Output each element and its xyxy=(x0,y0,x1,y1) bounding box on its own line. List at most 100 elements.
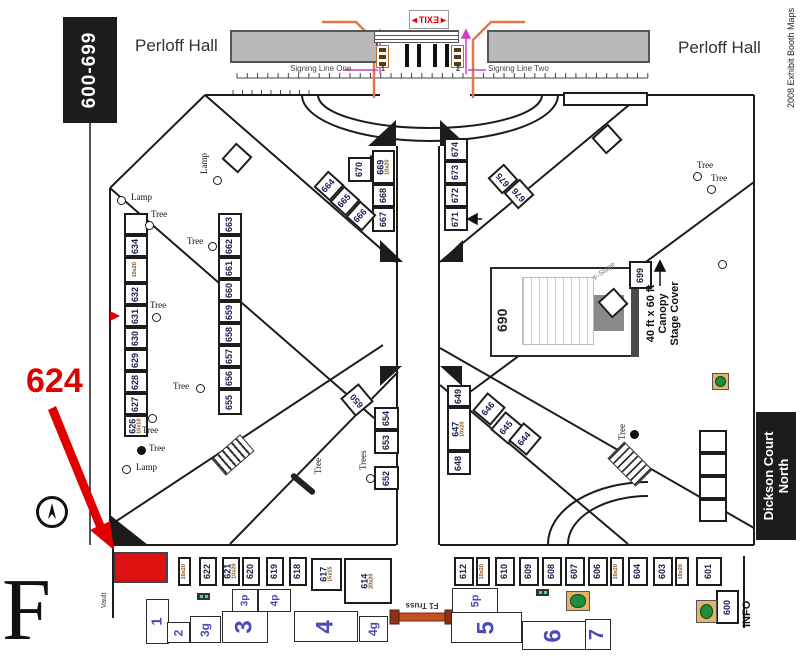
booth-648: 648 xyxy=(447,451,471,475)
booth-624-highlight xyxy=(114,552,168,583)
booth-size: 10x20 xyxy=(479,563,486,580)
truss-label: F1 Truss xyxy=(405,601,439,610)
booth-number: 661 xyxy=(224,260,235,276)
marker-label: Tree xyxy=(711,173,728,183)
booth-604: 604 xyxy=(628,557,648,586)
booth-range-badge: 600-699 xyxy=(63,17,117,123)
booth-number: 618 xyxy=(292,563,303,580)
compass-icon xyxy=(36,496,68,528)
pavilion-number: 4g xyxy=(366,621,381,637)
booth-number: 620 xyxy=(245,563,256,580)
booth-unlabeled xyxy=(563,92,648,106)
marker-label: Tree xyxy=(142,425,159,435)
canopy-label: 40 ft x 60 ft Canopy Stage Cover xyxy=(645,281,681,346)
booth-unlabeled: 10x20 xyxy=(178,557,191,586)
booth-number: 668 xyxy=(378,187,388,204)
booth-size: 10x20 xyxy=(678,563,685,580)
booth-unlabeled xyxy=(699,430,727,453)
booth-603: 603 xyxy=(653,557,673,586)
booth-number: 670 xyxy=(354,161,365,178)
booth-661: 661 xyxy=(218,257,242,279)
entrance-column xyxy=(417,44,421,67)
booth-size: 10x20 xyxy=(180,563,187,580)
booth-number: 652 xyxy=(381,470,391,486)
tree-planter xyxy=(696,600,717,623)
tree-planter xyxy=(566,591,590,611)
exit-sign: ◄EXIT► xyxy=(409,10,449,29)
pavilion-number: 3g xyxy=(198,622,213,637)
booth-670: 670 xyxy=(348,157,372,182)
booth-number: 650 xyxy=(347,391,366,410)
signing-line-two-label: Signing Line Two xyxy=(488,64,549,73)
booth-number: 631 xyxy=(130,308,141,324)
pavilion-2: 2 xyxy=(167,622,190,643)
booth-number: 609 xyxy=(523,563,534,580)
pavilion-4g: 4g xyxy=(359,616,388,642)
pavilion-4: 4 xyxy=(294,611,358,642)
vault-label: Vault xyxy=(101,592,108,608)
booth-652: 652 xyxy=(374,466,399,490)
perloff-wall-left xyxy=(230,30,378,63)
booth-674: 674 xyxy=(444,138,468,161)
booth-size: 10x20 xyxy=(231,563,238,580)
booth-601: 601 xyxy=(696,557,722,586)
signing-line-one-label: Signing Line One xyxy=(290,64,352,73)
tree-marker xyxy=(148,414,157,423)
pavilion-number: 3p xyxy=(239,594,251,607)
entrance-stairs xyxy=(374,30,459,43)
booth-unlabeled: 10x20 xyxy=(124,257,148,283)
booth-612: 612 xyxy=(454,557,474,586)
booth-number: 627 xyxy=(130,396,141,412)
booth-610: 610 xyxy=(495,557,515,586)
booth-number: 648 xyxy=(453,455,464,471)
pavilion-1: 1 xyxy=(146,599,169,644)
booth-size: 10x20 xyxy=(459,421,466,437)
booth-662: 662 xyxy=(218,235,242,257)
booth-622: 622 xyxy=(199,557,217,586)
booth-607: 607 xyxy=(565,557,585,586)
booth-number: 676 xyxy=(509,185,528,204)
pavilion-number: 1 xyxy=(149,617,166,626)
booth-663: 663 xyxy=(218,213,242,235)
marker-label: Tree xyxy=(150,300,167,310)
booth-659: 659 xyxy=(218,301,242,323)
booth-number: 659 xyxy=(224,304,235,320)
pavilion-6: 6 xyxy=(522,621,586,650)
booth-number: 656 xyxy=(224,370,235,386)
booth-656: 656 xyxy=(218,367,242,389)
booth-unlabeled: 10x20 xyxy=(476,557,490,586)
booth-number: 660 xyxy=(224,282,235,298)
booth-657: 657 xyxy=(218,345,242,367)
marker-label: Tree xyxy=(173,381,190,391)
marker-label: Lamp xyxy=(131,192,152,202)
pavilion-3: 3 xyxy=(222,611,268,643)
booth-number: 610 xyxy=(499,563,510,580)
booth-size: 20x20 xyxy=(368,573,375,589)
callout-booth-624: 624 xyxy=(26,362,83,400)
booth-size: 10x20 xyxy=(132,262,139,278)
booth-number: 646 xyxy=(479,399,498,418)
perloff-wall-right xyxy=(487,30,650,63)
booth-size: 10x20 xyxy=(613,563,620,580)
table-icon xyxy=(536,589,549,596)
tree-marker xyxy=(707,185,716,194)
pavilion-number: 7 xyxy=(586,628,609,641)
lamp-marker xyxy=(213,176,222,185)
booth-608: 608 xyxy=(542,557,562,586)
booth-number: 634 xyxy=(130,238,141,254)
booth-620: 620 xyxy=(242,557,260,586)
pavilion-5: 5 xyxy=(451,612,522,643)
info-label: INFO xyxy=(741,600,753,627)
booth-number: 655 xyxy=(224,394,235,410)
booth-number: 699 xyxy=(635,267,645,283)
pavilion-5p: 5p xyxy=(452,588,498,613)
booth-671: 671 xyxy=(444,207,468,231)
stage-back-wall xyxy=(631,267,639,357)
booth-699: 699 xyxy=(629,261,652,289)
marker-label: Tree xyxy=(697,160,714,170)
booth-628: 628 xyxy=(124,371,148,393)
tree-marker xyxy=(693,172,702,181)
booth-number: 663 xyxy=(224,216,235,232)
